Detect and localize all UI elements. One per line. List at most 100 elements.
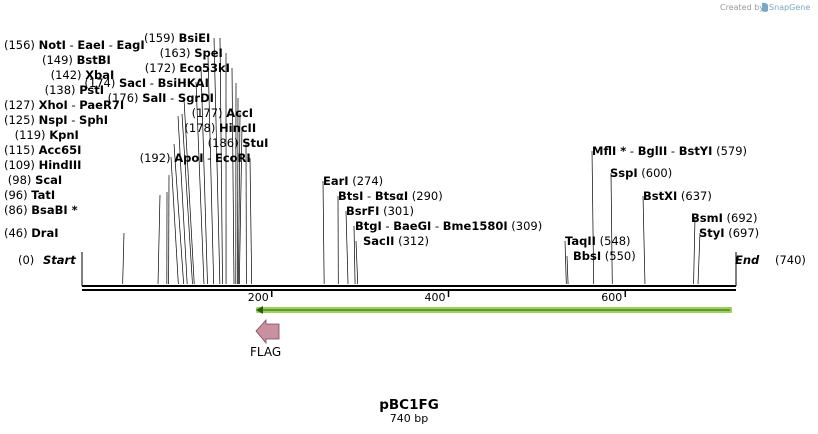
restriction-site-label[interactable]: (172) Eco53kI <box>145 61 230 75</box>
enzyme-name: TatI <box>31 188 55 202</box>
restriction-site-label[interactable]: SacII (312) <box>363 234 429 248</box>
enzyme-name: SalI <box>142 91 166 105</box>
site-leader-line <box>213 37 221 285</box>
site-leader-line <box>173 143 184 285</box>
site-leader-line <box>591 150 595 285</box>
ruler-tick-label: 200 <box>248 291 269 304</box>
restriction-site-label[interactable]: (115) Acc65I <box>4 143 81 157</box>
restriction-site-label[interactable]: (186) StuI <box>208 136 269 150</box>
site-position: (138) <box>45 83 80 97</box>
restriction-site-label[interactable]: (149) BstBI <box>42 53 111 67</box>
restriction-site-label[interactable]: (142) XbaI <box>51 68 115 82</box>
site-leader-line <box>122 232 125 285</box>
restriction-site-label[interactable]: (178) HincII <box>184 121 256 135</box>
site-position: (109) <box>4 158 39 172</box>
restriction-site-label[interactable]: (127) XhoI - PaeR7I <box>4 98 124 112</box>
restriction-site-label[interactable]: BsmI (692) <box>691 211 757 225</box>
restriction-site-label[interactable]: (125) NspI - SphI <box>4 113 108 127</box>
enzyme-name: HincII <box>219 121 256 135</box>
enzyme-name: BaeGI <box>393 219 431 233</box>
enzyme-name: StyI <box>699 226 725 240</box>
site-position: (309) <box>508 219 543 233</box>
restriction-site-label[interactable]: SspI (600) <box>610 166 672 180</box>
site-position: (119) <box>15 128 50 142</box>
site-position: (692) <box>723 211 758 225</box>
site-position: (697) <box>725 226 760 240</box>
restriction-site-label[interactable]: TaqII (548) <box>565 234 631 248</box>
restriction-site-label[interactable]: StyI (697) <box>699 226 759 240</box>
site-position: (156) <box>4 38 39 52</box>
restriction-site-label[interactable]: (109) HindIII <box>4 158 81 172</box>
site-leader-line <box>564 240 567 285</box>
site-leader-line <box>183 98 195 285</box>
enzyme-name: AccI <box>226 106 253 120</box>
site-position: (579) <box>712 144 747 158</box>
restriction-site-label[interactable]: (138) PstI <box>45 83 104 97</box>
enzyme-name: BstBI <box>77 53 111 67</box>
site-leader-line <box>238 127 243 285</box>
enzyme-name: BtsαI <box>375 189 408 203</box>
end-position: (740) <box>775 253 806 267</box>
restriction-site-label[interactable]: (174) SacI - BsiHKAI <box>84 76 208 90</box>
enzyme-name: EaeI <box>77 38 105 52</box>
restriction-site-label[interactable]: BsrFI (301) <box>346 204 414 218</box>
plasmid-length: 740 bp <box>390 412 428 425</box>
site-leader-line <box>170 156 179 285</box>
restriction-site-label[interactable]: BbsI (550) <box>573 249 636 263</box>
site-position: (46) <box>4 226 31 240</box>
restriction-site-label[interactable]: (159) BsiEI <box>144 31 210 45</box>
restriction-site-label[interactable]: (163) SpeI <box>160 46 223 60</box>
site-leader-line <box>566 255 569 285</box>
site-position: (98) <box>8 173 35 187</box>
restriction-site-label[interactable]: (119) KpnI <box>15 128 79 142</box>
site-position: (96) <box>4 188 31 202</box>
site-position: (176) <box>108 91 143 105</box>
restriction-site-label[interactable]: MflI * - BglII - BstYI (579) <box>592 144 747 158</box>
restriction-site-label[interactable]: EarI (274) <box>323 174 383 188</box>
site-position: (172) <box>145 61 180 75</box>
restriction-site-label[interactable]: BtgI - BaeGI - Bme1580I (309) <box>355 219 542 233</box>
snapgene-logo-icon <box>762 2 768 12</box>
restriction-site-label[interactable]: (192) ApoI - EcoRI <box>140 151 251 165</box>
restriction-site-label[interactable]: BtsI - BtsαI (290) <box>338 189 443 203</box>
restriction-site-label[interactable]: (156) NotI - EaeI - EagI <box>4 38 145 52</box>
restriction-site-label[interactable]: (177) AccI <box>192 106 253 120</box>
restriction-site-label[interactable]: (86) BsaBI * <box>4 203 78 217</box>
restriction-site-label[interactable]: (96) TatI <box>4 188 55 202</box>
flag-feature-label: FLAG <box>250 345 281 359</box>
start-label: Start <box>43 253 76 267</box>
site-position: (312) <box>394 234 429 248</box>
enzyme-name: Bme1580I <box>443 219 508 233</box>
restriction-site-label[interactable]: BstXI (637) <box>643 189 712 203</box>
credit-brand: SnapGene <box>769 3 810 12</box>
enzyme-name: BsaBI * <box>31 203 77 217</box>
site-position: (192) <box>140 151 175 165</box>
restriction-site-label[interactable]: (176) SalI - SgrDI <box>108 91 214 105</box>
enzyme-name: BsmI <box>691 211 723 225</box>
enzyme-name: BsiHKAI <box>158 76 209 90</box>
site-position: (178) <box>184 121 219 135</box>
site-position: (301) <box>379 204 414 218</box>
enzyme-name: BsiEI <box>179 31 211 45</box>
enzyme-name: EcoRI <box>215 151 251 165</box>
end-label: End <box>735 253 760 267</box>
site-leader-line <box>177 115 188 285</box>
restriction-site-label[interactable]: (98) ScaI <box>8 173 62 187</box>
enzyme-name: BstXI <box>643 189 677 203</box>
enzyme-name: SspI <box>610 166 638 180</box>
site-leader-lines <box>122 37 701 285</box>
enzyme-name: NspI <box>39 113 68 127</box>
site-leader-line <box>219 37 223 285</box>
site-leader-line <box>181 113 193 285</box>
enzyme-name: BtsI <box>338 189 363 203</box>
restriction-site-label[interactable]: (46) DraI <box>4 226 59 240</box>
enzyme-name: DraI <box>31 226 58 240</box>
site-leader-line <box>200 66 208 285</box>
site-leader-line <box>195 81 205 285</box>
flag-feature-arrow[interactable] <box>255 318 280 345</box>
enzyme-name: PstI <box>79 83 104 97</box>
site-labels: (46) DraI(86) BsaBI *(96) TatI(98) ScaI(… <box>4 31 759 263</box>
enzyme-name: StuI <box>242 136 268 150</box>
